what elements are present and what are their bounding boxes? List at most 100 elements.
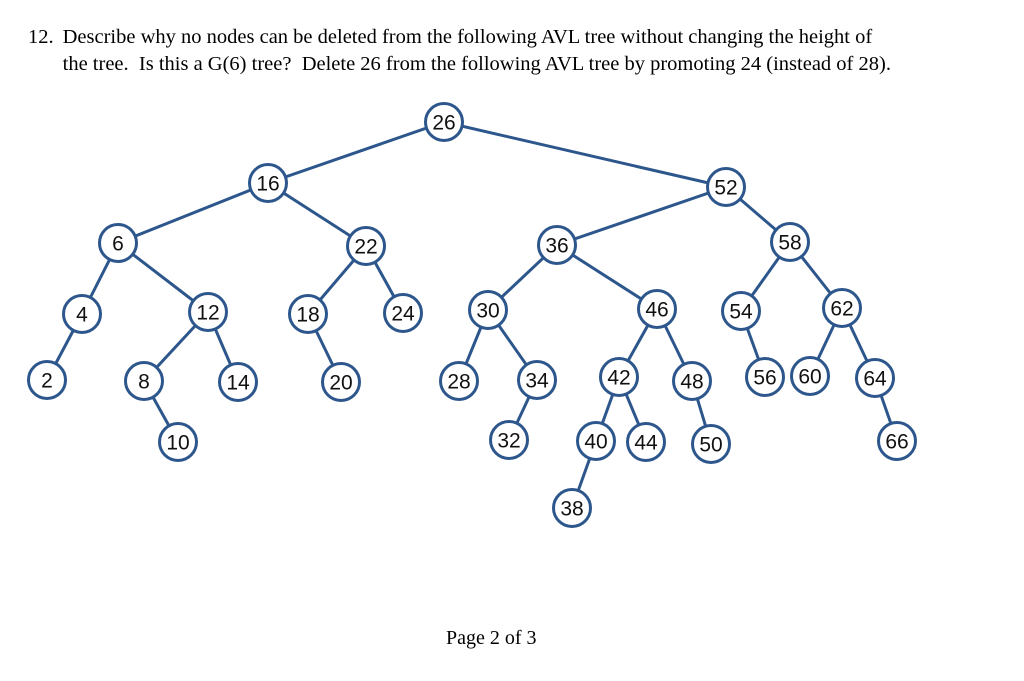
tree-node-circle: [691, 424, 731, 464]
tree-node-label: 42: [607, 367, 630, 390]
tree-node-label: 54: [729, 301, 753, 324]
tree-node-circle: [383, 293, 423, 333]
tree-node-label: 58: [778, 232, 801, 255]
tree-node-42: 42: [599, 357, 639, 397]
tree-node-18: 18: [288, 294, 328, 334]
question-block: 12. Describe why no nodes can be deleted…: [28, 24, 975, 78]
tree-node-label: 6: [112, 233, 124, 256]
tree-node-label: 38: [560, 498, 583, 521]
tree-node-54: 54: [721, 291, 761, 331]
tree-node-label: 30: [476, 300, 499, 323]
tree-node-label: 22: [354, 236, 377, 259]
tree-node-46: 46: [637, 289, 677, 329]
tree-node-label: 32: [497, 430, 520, 453]
tree-node-label: 24: [391, 303, 415, 326]
tree-node-8: 8: [124, 361, 164, 401]
tree-node-label: 14: [226, 372, 250, 395]
tree-node-circle: [124, 361, 164, 401]
tree-node-circle: [98, 223, 138, 263]
tree-node-circle: [439, 361, 479, 401]
tree-node-10: 10: [158, 422, 198, 462]
tree-node-label: 44: [634, 432, 658, 455]
tree-node-circle: [877, 421, 917, 461]
tree-node-48: 48: [672, 361, 712, 401]
tree-node-label: 34: [525, 370, 549, 393]
tree-node-circle: [468, 290, 508, 330]
tree-node-34: 34: [517, 360, 557, 400]
tree-node-circle: [721, 291, 761, 331]
tree-node-2: 2: [27, 360, 67, 400]
tree-node-58: 58: [770, 222, 810, 262]
tree-node-circle: [188, 292, 228, 332]
tree-node-label: 46: [645, 299, 668, 322]
tree-node-label: 56: [753, 367, 776, 390]
tree-node-circle: [599, 357, 639, 397]
tree-edge-16-6: [116, 181, 270, 245]
tree-node-28: 28: [439, 361, 479, 401]
tree-node-circle: [489, 420, 529, 460]
tree-node-circle: [158, 422, 198, 462]
tree-edge-26-52: [442, 120, 728, 189]
tree-node-circle: [537, 225, 577, 265]
tree-node-circle: [822, 288, 862, 328]
tree-node-circle: [27, 360, 67, 400]
tree-node-circle: [321, 362, 361, 402]
tree-node-circle: [576, 421, 616, 461]
tree-node-44: 44: [626, 422, 666, 462]
tree-node-36: 36: [537, 225, 577, 265]
tree-node-label: 20: [329, 372, 352, 395]
tree-node-label: 28: [447, 371, 470, 394]
tree-node-circle: [706, 167, 746, 207]
tree-node-6: 6: [98, 223, 138, 263]
tree-node-circle: [770, 222, 810, 262]
tree-node-26: 26: [424, 102, 464, 142]
tree-node-label: 10: [166, 432, 189, 455]
tree-node-64: 64: [855, 358, 895, 398]
tree-node-label: 16: [256, 173, 279, 196]
tree-node-circle: [62, 294, 102, 334]
page-footer: Page 2 of 3: [446, 627, 537, 649]
question-number: 12.: [28, 26, 54, 48]
tree-node-circle: [248, 163, 288, 203]
tree-node-38: 38: [552, 488, 592, 528]
tree-edge-26-16: [266, 120, 446, 185]
tree-node-40: 40: [576, 421, 616, 461]
tree-node-label: 66: [885, 431, 908, 454]
tree-node-52: 52: [706, 167, 746, 207]
tree-node-circle: [346, 226, 386, 266]
tree-node-label: 4: [76, 304, 88, 327]
tree-node-66: 66: [877, 421, 917, 461]
tree-node-circle: [626, 422, 666, 462]
tree-edge-52-36: [555, 185, 728, 247]
tree-node-circle: [517, 360, 557, 400]
tree-node-62: 62: [822, 288, 862, 328]
tree-node-16: 16: [248, 163, 288, 203]
tree-node-circle: [552, 488, 592, 528]
tree-node-circle: [288, 294, 328, 334]
tree-node-30: 30: [468, 290, 508, 330]
tree-node-label: 12: [196, 302, 219, 325]
tree-node-label: 18: [296, 304, 319, 327]
tree-node-label: 64: [863, 368, 887, 391]
tree-node-label: 36: [545, 235, 568, 258]
tree-node-label: 60: [798, 366, 821, 389]
tree-node-32: 32: [489, 420, 529, 460]
tree-node-12: 12: [188, 292, 228, 332]
tree-node-label: 8: [138, 371, 150, 394]
tree-node-50: 50: [691, 424, 731, 464]
tree-node-60: 60: [790, 356, 830, 396]
tree-node-22: 22: [346, 226, 386, 266]
tree-node-circle: [790, 356, 830, 396]
tree-node-label: 40: [584, 431, 607, 454]
tree-node-4: 4: [62, 294, 102, 334]
tree-node-circle: [637, 289, 677, 329]
tree-node-14: 14: [218, 362, 258, 402]
tree-node-circle: [855, 358, 895, 398]
tree-node-label: 62: [830, 298, 853, 321]
tree-node-circle: [424, 102, 464, 142]
tree-node-circle: [218, 362, 258, 402]
tree-node-24: 24: [383, 293, 423, 333]
tree-node-label: 50: [699, 434, 722, 457]
